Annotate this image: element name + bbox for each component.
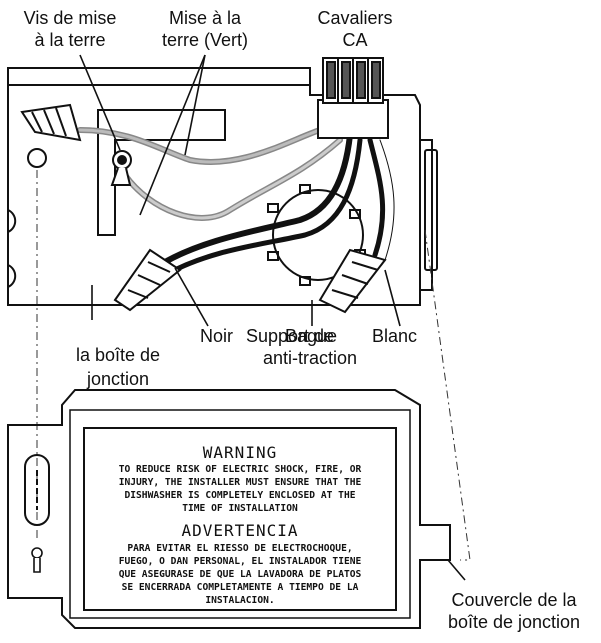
label-ground-screw-1: Vis de mise <box>24 8 117 28</box>
label-junction-box-1: la boîte de <box>76 345 160 365</box>
warning-title-en: WARNING <box>203 443 277 462</box>
label-ac-jumpers-1: Cavaliers <box>317 8 392 28</box>
wire-nut-white <box>318 248 387 314</box>
label-ground-screw-2: à la terre <box>34 30 105 50</box>
label-cover-1: Couvercle de la <box>451 590 577 610</box>
warning-title-es: ADVERTENCIA <box>182 521 299 540</box>
warning-line-en-4: TIME OF INSTALLATION <box>182 503 298 514</box>
warning-label <box>83 427 397 611</box>
label-ring: Bague <box>285 326 337 346</box>
warning-line-es-2: FUEGO, O DAN PERSONAL, EL INSTALADOR TIE… <box>119 556 362 567</box>
junction-box <box>7 67 438 306</box>
label-strain-relief-2: anti-traction <box>263 348 357 368</box>
alignment-lines <box>36 170 471 561</box>
label-white: Blanc <box>372 326 417 346</box>
warning-line-es-5: INSTALACION. <box>205 595 274 606</box>
label-strain-relief-1: Support de <box>246 326 334 346</box>
label-ground-green-1: Mise à la <box>169 8 242 28</box>
label-black: Noir <box>200 326 233 346</box>
label-junction-box-2: jonction <box>86 369 149 389</box>
junction-box-cover <box>7 389 451 629</box>
wires <box>77 127 396 278</box>
warning-line-es-3: QUE ASEGURASE DE QUE LA LAVADORA DE PLAT… <box>119 569 362 580</box>
ground-screw <box>110 150 132 186</box>
label-ground-green-2: terre (Vert) <box>162 30 248 50</box>
warning-line-es-1: PARA EVITAR EL RIESSO DE ELECTROCHOQUE, <box>127 543 352 554</box>
leader-lines <box>79 54 466 581</box>
warning-line-en-3: DISHWASHER IS COMPLETELY ENCLOSED AT THE <box>124 490 355 501</box>
label-cover-2: boîte de jonction <box>448 612 580 632</box>
label-ac-jumpers-2: CA <box>342 30 367 50</box>
warning-line-en-2: INJURY, THE INSTALLER MUST ENSURE THAT T… <box>119 477 362 488</box>
cover-screw <box>31 547 43 573</box>
wire-nut-black <box>113 248 182 312</box>
warning-line-es-4: SE ENCERRADA COMPLETAMENTE A TIEMPO DE L… <box>122 582 359 593</box>
wire-nut-ground <box>20 103 82 142</box>
ac-jumpers-connector <box>317 57 389 139</box>
warning-line-en-1: TO REDUCE RISK OF ELECTRIC SHOCK, FIRE, … <box>119 464 362 475</box>
